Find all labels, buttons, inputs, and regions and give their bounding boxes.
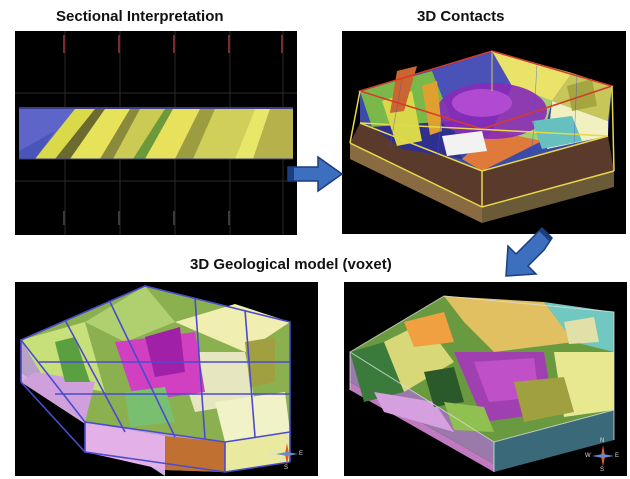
compass-west: W	[269, 451, 275, 457]
compass-east: E	[299, 451, 304, 457]
compass-south: S	[284, 465, 289, 471]
3d-contacts-panel	[342, 31, 626, 234]
compass-north: N	[284, 436, 289, 442]
compass-rose-icon: N W E S	[269, 436, 304, 471]
title-3d-contacts: 3D Contacts	[417, 8, 505, 25]
down-arrow-icon	[500, 224, 556, 282]
compass-north: N	[600, 438, 605, 444]
voxet-model-panel-left: N W E S	[15, 282, 318, 476]
title-3d-geological-model: 3D Geological model (voxet)	[190, 256, 392, 273]
compass-west: W	[585, 453, 591, 459]
compass-rose-icon: N W E S	[585, 438, 620, 473]
compass-east: E	[615, 453, 620, 459]
compass-south: S	[600, 467, 605, 473]
voxet-model-panel-right: N W E S	[344, 282, 627, 476]
sectional-interpretation-panel	[15, 31, 297, 235]
right-arrow-icon	[284, 154, 346, 194]
title-sectional-interpretation: Sectional Interpretation	[56, 8, 224, 25]
